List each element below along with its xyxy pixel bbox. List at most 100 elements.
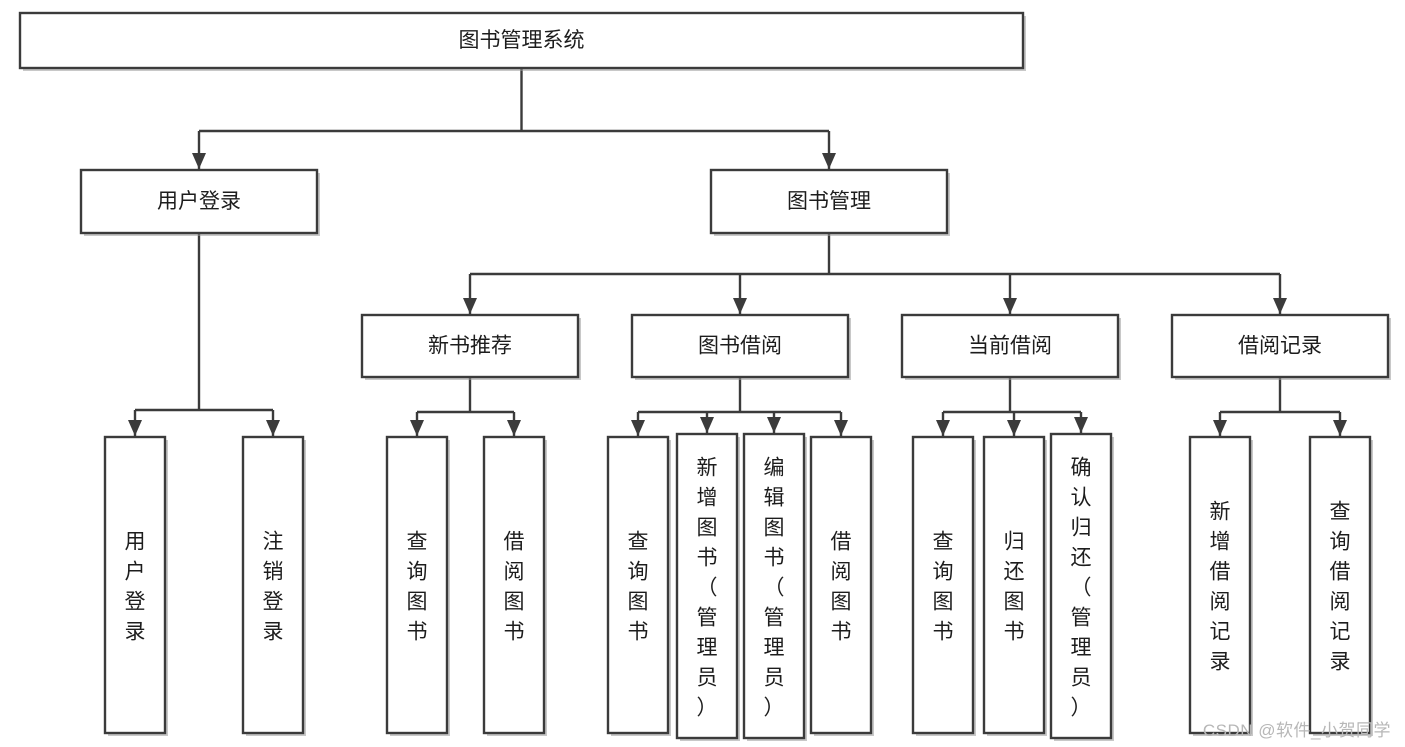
- node-label-char: 查: [407, 530, 428, 553]
- node-label-char: 录: [1330, 650, 1351, 673]
- node-label-char: 新: [1210, 500, 1231, 523]
- node-label-char: 书: [628, 620, 649, 643]
- node-label-char: （: [764, 576, 785, 599]
- node-user-login[interactable]: 用户登录: [79, 168, 320, 236]
- arrow-head: [1213, 420, 1227, 436]
- node-label-char: 图: [504, 590, 525, 613]
- node-label: 图书借阅: [698, 335, 782, 358]
- watermark-text: CSDN @软件_小贺同学: [1202, 721, 1391, 740]
- arrow-head: [266, 420, 280, 436]
- node-label-char: 录: [125, 620, 146, 643]
- node-label-char: 登: [125, 590, 146, 613]
- node-label-char: 理: [697, 636, 718, 659]
- node-label: 当前借阅: [968, 335, 1052, 358]
- node-label-char: （: [1071, 576, 1092, 599]
- arrow-head: [822, 153, 836, 169]
- node-label-char: 还: [1071, 546, 1092, 569]
- node-label-char: 书: [831, 620, 852, 643]
- node-leaf-user-login[interactable]: 用户登录: [103, 435, 168, 736]
- node-label-char: 认: [1071, 486, 1092, 509]
- node-label-char: 录: [1210, 650, 1231, 673]
- arrow-head: [733, 298, 747, 314]
- node-label-char: 理: [1071, 636, 1092, 659]
- node-label-char: 借: [1210, 560, 1231, 583]
- node-label-char: 借: [1330, 560, 1351, 583]
- node-label-char: 确: [1071, 456, 1092, 479]
- node-label-char: 记: [1330, 620, 1351, 643]
- node-label-char: 辑: [764, 486, 785, 509]
- node-label-char: 员: [1071, 666, 1092, 689]
- arrow-head: [1007, 420, 1021, 436]
- node-current-borrow[interactable]: 当前借阅: [900, 313, 1121, 380]
- arrow-head: [1003, 298, 1017, 314]
- node-label-char: 书: [933, 620, 954, 643]
- node-label-char: 图: [697, 516, 718, 539]
- arrow-head: [767, 417, 781, 433]
- node-label: 用户登录: [157, 190, 241, 213]
- arrow-head: [936, 420, 950, 436]
- node-layer: 图书管理系统用户登录图书管理新书推荐图书借阅当前借阅借阅记录用户登录注销登录查询…: [18, 11, 1391, 741]
- node-label-char: 阅: [504, 560, 525, 583]
- node-label-char: 书: [407, 620, 428, 643]
- node-label: 借阅记录: [1238, 335, 1322, 358]
- node-label: 图书管理系统: [459, 29, 585, 52]
- node-label-char: 图: [407, 590, 428, 613]
- node-label-char: 员: [697, 666, 718, 689]
- node-label-char: 归: [1071, 516, 1092, 539]
- node-label-char: 增: [697, 486, 718, 509]
- node-label-char: 增: [1210, 530, 1231, 553]
- arrow-head: [463, 298, 477, 314]
- node-label-char: 管: [764, 606, 785, 629]
- node-label-char: ）: [1071, 696, 1092, 719]
- arrow-head: [1333, 420, 1347, 436]
- node-label-char: 图: [628, 590, 649, 613]
- node-label-char: 询: [933, 560, 954, 583]
- arrow-head: [834, 420, 848, 436]
- node-label-char: 管: [1071, 606, 1092, 629]
- node-book-borrow[interactable]: 图书借阅: [630, 313, 851, 380]
- arrow-head: [128, 420, 142, 436]
- node-root[interactable]: 图书管理系统: [18, 11, 1026, 71]
- connector-layer: [128, 68, 1347, 436]
- arrow-head: [1074, 417, 1088, 433]
- node-label-char: 书: [697, 546, 718, 569]
- node-label-char: 借: [504, 530, 525, 553]
- node-label: 图书管理: [787, 190, 871, 213]
- node-label-char: 编: [764, 456, 785, 479]
- node-book-manage[interactable]: 图书管理: [709, 168, 950, 236]
- arrow-head: [700, 417, 714, 433]
- node-label-char: 借: [831, 530, 852, 553]
- node-label-char: 书: [764, 546, 785, 569]
- node-label-char: 图: [933, 590, 954, 613]
- node-label-char: 图: [764, 516, 785, 539]
- node-label-char: 记: [1210, 620, 1231, 643]
- node-label-char: ）: [697, 696, 718, 719]
- arrow-head: [1273, 298, 1287, 314]
- node-label-char: 录: [263, 620, 284, 643]
- node-borrow-record[interactable]: 借阅记录: [1170, 313, 1391, 380]
- node-new-book-rec[interactable]: 新书推荐: [360, 313, 581, 380]
- node-label-char: 销: [263, 560, 284, 583]
- node-label-char: 查: [628, 530, 649, 553]
- node-label-char: 询: [628, 560, 649, 583]
- node-label-char: 查: [933, 530, 954, 553]
- node-label-char: 图: [831, 590, 852, 613]
- node-label-char: 阅: [1210, 590, 1231, 613]
- node-label-char: 还: [1004, 560, 1025, 583]
- node-label-char: 阅: [1330, 590, 1351, 613]
- node-label-char: 户: [125, 560, 146, 583]
